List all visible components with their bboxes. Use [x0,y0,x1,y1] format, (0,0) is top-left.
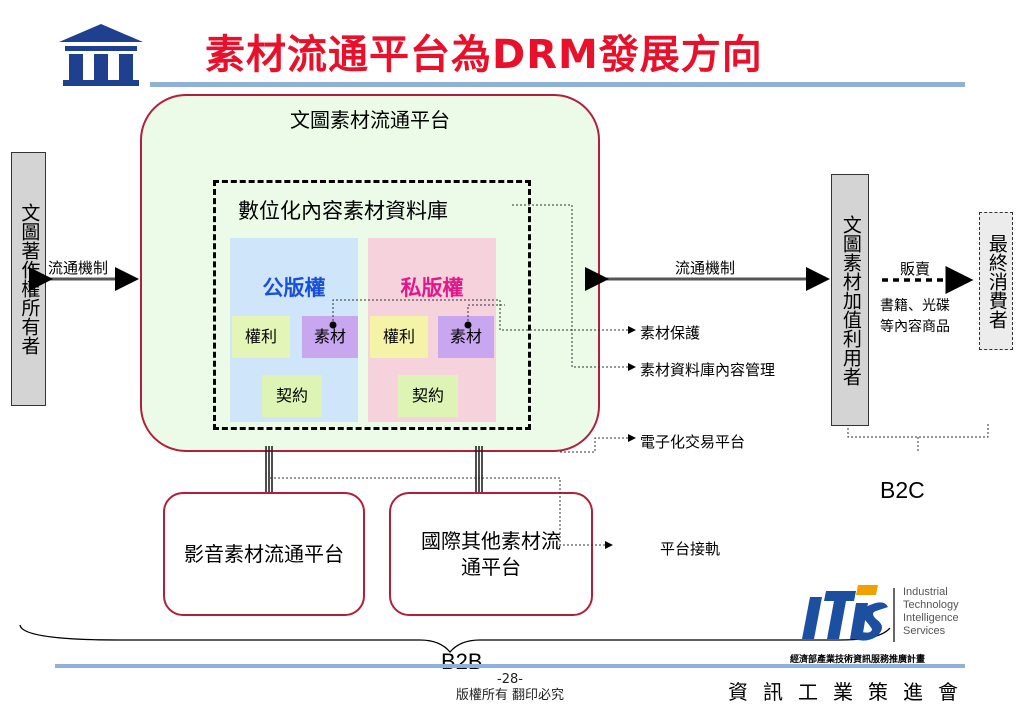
public-rights-chip: 權利 [232,316,290,358]
value-added-user-box: 文圖素材加值利用者 [831,174,869,426]
copyright-notice: 版權所有 翻印必究 [455,688,565,703]
sell-detail-1: 書籍、光碟 [880,298,950,314]
database-frame [213,180,531,430]
end-consumer-label: 最終消費者 [985,233,1008,329]
end-consumer-box: 最終消費者 [979,212,1013,350]
footer-rule [55,664,965,668]
sell-detail-2: 等內容商品 [880,319,950,335]
itis-name: Industrial Technology Intelligence Servi… [903,586,959,638]
b2c-label: B2C [880,477,925,503]
private-contract-chip: 契約 [398,375,458,417]
function-interconnect: 平台接軌 [660,540,721,558]
intl-platform-label: 國際其他素材流通平台 [421,529,561,579]
private-rights-chip: 權利 [370,316,428,358]
sell-label: 販賣 [900,260,931,278]
platform-title: 文圖素材流通平台 [290,108,450,132]
b2b-label: B2B [441,649,483,674]
private-rights-label: 私版權 [400,276,464,300]
public-contract-chip: 契約 [262,375,322,417]
b2b-brace [19,624,891,654]
page-title: 素材流通平台為DRM發展方向 [205,32,763,78]
av-platform-box: 影音素材流通平台 [163,492,365,616]
b2c-bracket [847,424,989,438]
value-added-user-label: 文圖素材加值利用者 [839,214,862,386]
itis-plan-label: 經濟部產業技術資訊服務推廣計畫 [790,655,926,665]
page-number: -28- [497,672,523,687]
footer-page: -28- 版權所有 翻印必究 [430,672,590,704]
itis-line-1: Industrial [903,586,948,598]
itis-logo-icon [802,585,888,641]
management-leader [512,204,628,368]
function-ecommerce: 電子化交易平台 [640,433,746,451]
av-platform-label: 影音素材流通平台 [184,542,344,566]
public-rights-label: 公版權 [262,276,326,300]
function-management: 素材資料庫內容管理 [640,361,776,379]
itis-line-3: Intelligence [903,612,959,624]
iii-logo-icon [59,24,143,86]
ecommerce-leader [560,437,628,453]
intl-platform-box: 國際其他素材流通平台 [389,492,593,616]
protection-leader [332,299,628,331]
function-protection: 素材保護 [640,324,701,342]
protection-leader-2 [467,304,505,325]
itis-line-4: Services [903,625,946,637]
itis-divider [893,588,895,642]
itis-line-2: Technology [903,599,959,611]
interconnect-leader [270,477,605,546]
footer-org: 資訊工業策進會 [728,680,973,704]
title-rule [150,82,965,87]
public-material-chip: 素材 [302,316,358,358]
database-title: 數位化內容素材資料庫 [238,199,448,223]
